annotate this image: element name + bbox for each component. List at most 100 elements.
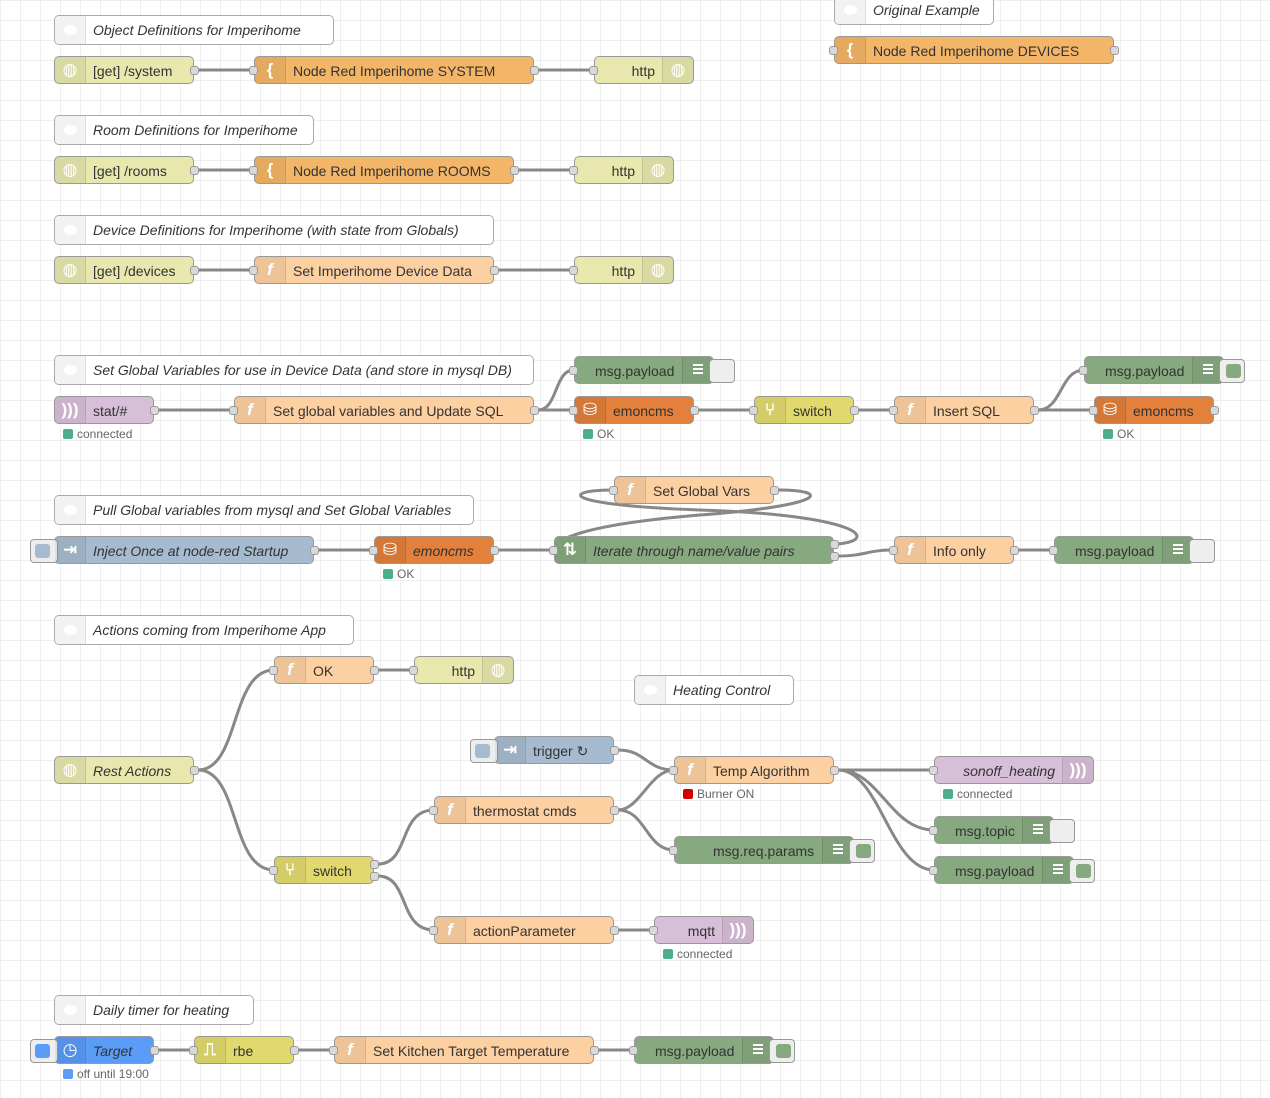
input-port[interactable] xyxy=(229,406,238,415)
inject-button[interactable] xyxy=(470,739,498,763)
debug-toggle-button[interactable] xyxy=(1069,859,1095,883)
node-template-system[interactable]: { Node Red Imperihome SYSTEM xyxy=(249,56,539,84)
input-port[interactable] xyxy=(829,46,838,55)
node-split-iterate[interactable]: ⇅ Iterate through name/value pairs xyxy=(549,536,839,564)
input-port[interactable] xyxy=(329,1046,338,1055)
debug-toggle-button[interactable] xyxy=(1049,819,1075,843)
comment-object-definitions[interactable]: Object Definitions for Imperihome xyxy=(54,15,334,45)
comment-daily-timer[interactable]: Daily timer for heating xyxy=(54,995,254,1025)
input-port[interactable] xyxy=(749,406,758,415)
comment-original-example[interactable]: Original Example xyxy=(834,0,994,25)
output-port[interactable] xyxy=(190,766,199,775)
node-mysql-emoncms-1[interactable]: ⛁ emoncms OK xyxy=(569,396,699,440)
node-switch-1[interactable]: ⑂ switch xyxy=(749,396,859,424)
output-port[interactable] xyxy=(770,486,779,495)
comment-room-definitions[interactable]: Room Definitions for Imperihome xyxy=(54,115,314,145)
comment-pull-global-variables[interactable]: Pull Global variables from mysql and Set… xyxy=(54,495,474,525)
inject-button[interactable] xyxy=(30,539,58,563)
node-http-response-system[interactable]: http ◍ xyxy=(589,56,694,84)
node-function-action-parameter[interactable]: f actionParameter xyxy=(429,916,619,944)
output-port[interactable] xyxy=(490,546,499,555)
node-function-temp-algorithm[interactable]: f Temp Algorithm Burner ON xyxy=(669,756,839,800)
input-port[interactable] xyxy=(929,766,938,775)
input-port[interactable] xyxy=(569,366,578,375)
input-port[interactable] xyxy=(249,66,258,75)
output-port-1[interactable] xyxy=(830,540,839,549)
input-port[interactable] xyxy=(269,866,278,875)
input-port[interactable] xyxy=(189,1046,198,1055)
input-port[interactable] xyxy=(429,806,438,815)
output-port[interactable] xyxy=(1210,406,1219,415)
input-port[interactable] xyxy=(889,546,898,555)
debug-toggle-button[interactable] xyxy=(709,359,735,383)
input-port[interactable] xyxy=(249,166,258,175)
input-port[interactable] xyxy=(929,826,938,835)
output-port[interactable] xyxy=(510,166,519,175)
node-inject-trigger[interactable]: ⇥ trigger ↻ xyxy=(470,736,619,764)
debug-toggle-button[interactable] xyxy=(769,1039,795,1063)
node-timer-target[interactable]: ◷ Target off until 19:00 xyxy=(30,1036,159,1080)
node-mysql-emoncms-2[interactable]: ⛁ emoncms OK xyxy=(1089,396,1219,440)
node-debug-payload-3[interactable]: msg.payload xyxy=(1049,536,1215,564)
node-http-in-rest-actions[interactable]: ◍ Rest Actions xyxy=(54,756,199,784)
input-port[interactable] xyxy=(549,546,558,555)
node-debug-payload-2[interactable]: msg.payload xyxy=(1079,356,1245,384)
node-template-rooms[interactable]: { Node Red Imperihome ROOMS xyxy=(249,156,519,184)
output-port[interactable] xyxy=(370,666,379,675)
output-port[interactable] xyxy=(610,926,619,935)
node-mqtt-in-stat[interactable]: ))) stat/# connected xyxy=(54,396,159,440)
node-debug-payload-1[interactable]: msg.payload xyxy=(569,356,735,384)
input-port[interactable] xyxy=(589,66,598,75)
output-port[interactable] xyxy=(850,406,859,415)
output-port[interactable] xyxy=(150,1046,159,1055)
input-port[interactable] xyxy=(929,866,938,875)
input-port[interactable] xyxy=(429,926,438,935)
input-port[interactable] xyxy=(569,266,578,275)
input-port[interactable] xyxy=(1079,366,1088,375)
node-function-set-globals-sql[interactable]: f Set global variables and Update SQL xyxy=(229,396,539,424)
node-function-set-global-vars[interactable]: f Set Global Vars xyxy=(609,476,779,504)
output-port[interactable] xyxy=(1030,406,1039,415)
node-mysql-emoncms-3[interactable]: ⛁ emoncms OK xyxy=(369,536,499,580)
output-port-2[interactable] xyxy=(370,872,379,881)
output-port[interactable] xyxy=(190,266,199,275)
node-switch-2[interactable]: ⑂ switch xyxy=(269,856,379,884)
node-http-response-ok[interactable]: http ◍ xyxy=(409,656,514,684)
input-port[interactable] xyxy=(409,666,418,675)
output-port-2[interactable] xyxy=(830,552,839,561)
node-function-insert-sql[interactable]: f Insert SQL xyxy=(889,396,1039,424)
node-rbe[interactable]: ⎍ rbe xyxy=(189,1036,299,1064)
input-port[interactable] xyxy=(269,666,278,675)
node-function-info-only[interactable]: f Info only xyxy=(889,536,1019,564)
input-port[interactable] xyxy=(669,846,678,855)
output-port[interactable] xyxy=(310,546,319,555)
input-port[interactable] xyxy=(569,406,578,415)
node-mqtt-out-sonoff-heating[interactable]: sonoff_heating ))) connected xyxy=(929,756,1094,800)
output-port[interactable] xyxy=(150,406,159,415)
output-port[interactable] xyxy=(590,1046,599,1055)
node-inject-startup[interactable]: ⇥ Inject Once at node-red Startup xyxy=(30,536,319,564)
inject-button[interactable] xyxy=(30,1039,58,1063)
output-port[interactable] xyxy=(530,406,539,415)
node-debug-payload-4[interactable]: msg.payload xyxy=(929,856,1095,884)
input-port[interactable] xyxy=(249,266,258,275)
output-port[interactable] xyxy=(1110,46,1119,55)
node-http-in-devices[interactable]: ◍ [get] /devices xyxy=(54,256,199,284)
output-port[interactable] xyxy=(190,166,199,175)
output-port[interactable] xyxy=(490,266,499,275)
node-http-in-system[interactable]: ◍ [get] /system xyxy=(54,56,199,84)
output-port[interactable] xyxy=(1010,546,1019,555)
comment-set-global-variables[interactable]: Set Global Variables for use in Device D… xyxy=(54,355,534,385)
node-http-in-rooms[interactable]: ◍ [get] /rooms xyxy=(54,156,199,184)
output-port[interactable] xyxy=(690,406,699,415)
node-function-ok[interactable]: f OK xyxy=(269,656,379,684)
input-port[interactable] xyxy=(889,406,898,415)
input-port[interactable] xyxy=(1089,406,1098,415)
debug-toggle-button[interactable] xyxy=(1189,539,1215,563)
comment-heating-control[interactable]: Heating Control xyxy=(634,675,794,705)
input-port[interactable] xyxy=(609,486,618,495)
output-port[interactable] xyxy=(290,1046,299,1055)
node-debug-req-params[interactable]: msg.req.params xyxy=(669,836,875,864)
debug-toggle-button[interactable] xyxy=(1219,359,1245,383)
node-template-devices[interactable]: { Node Red Imperihome DEVICES xyxy=(829,36,1119,64)
